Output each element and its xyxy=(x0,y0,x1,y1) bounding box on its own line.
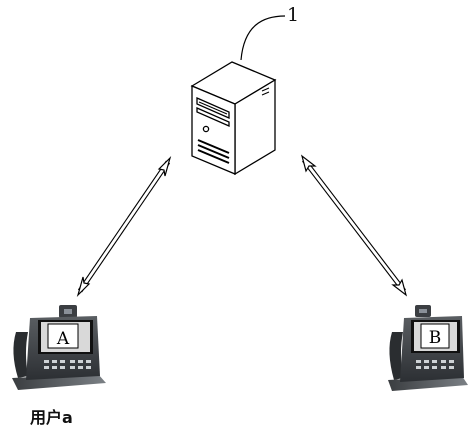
phone-a-screen-letter: A xyxy=(56,329,70,349)
phone-a-icon xyxy=(12,305,106,390)
user-label: 用户a xyxy=(30,408,73,427)
reference-numeral: 1 xyxy=(287,4,300,26)
phone-b-icon xyxy=(388,305,468,391)
leader-line xyxy=(240,15,286,61)
phone-b-screen-letter: B xyxy=(429,328,442,348)
link-arrow-b xyxy=(300,154,408,297)
server-icon xyxy=(190,61,277,176)
link-arrow-a xyxy=(76,155,172,298)
